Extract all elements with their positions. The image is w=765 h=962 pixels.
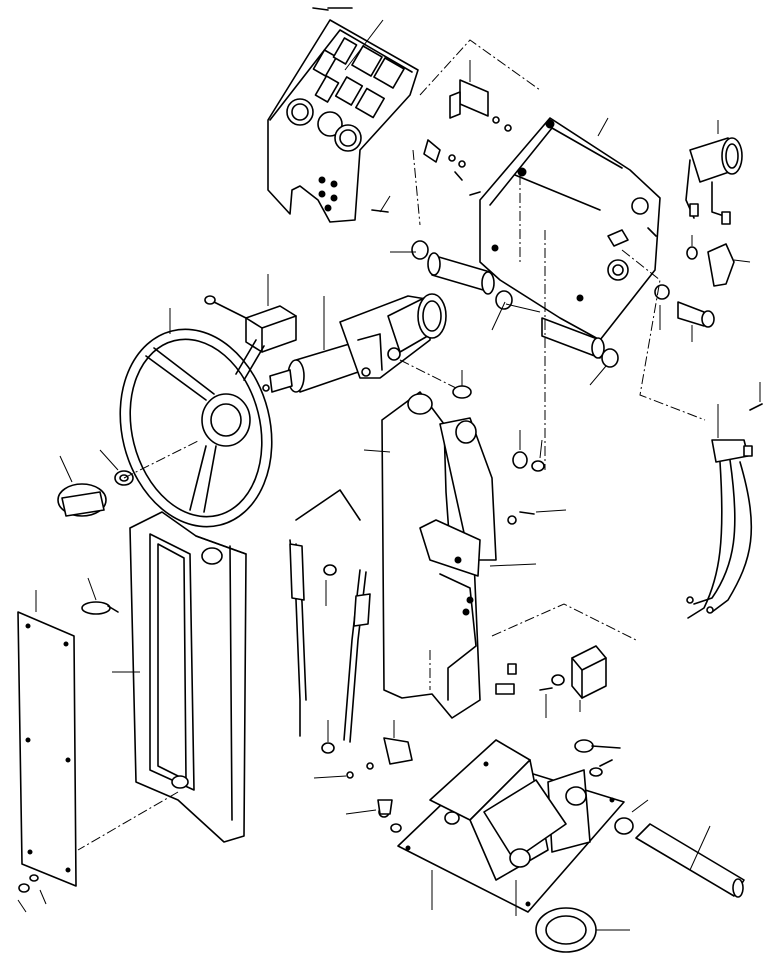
control-cables xyxy=(289,489,413,779)
horn-button xyxy=(57,439,201,517)
grommet xyxy=(535,907,630,953)
gauge xyxy=(685,120,743,225)
cover-plate xyxy=(17,590,77,913)
hose-clamp xyxy=(81,577,119,615)
steering-column xyxy=(262,293,472,399)
steering-column-support xyxy=(363,391,637,719)
pivot-shaft xyxy=(614,799,745,898)
mounting-frame xyxy=(390,39,661,470)
column-cover xyxy=(77,511,247,851)
switch-knob xyxy=(607,227,751,421)
steering-wheel xyxy=(119,308,273,528)
connector xyxy=(507,645,607,718)
instrument-panel xyxy=(267,7,419,223)
base-plate xyxy=(345,739,625,916)
wiring-harness xyxy=(686,382,763,619)
ignition-switch xyxy=(204,274,297,353)
